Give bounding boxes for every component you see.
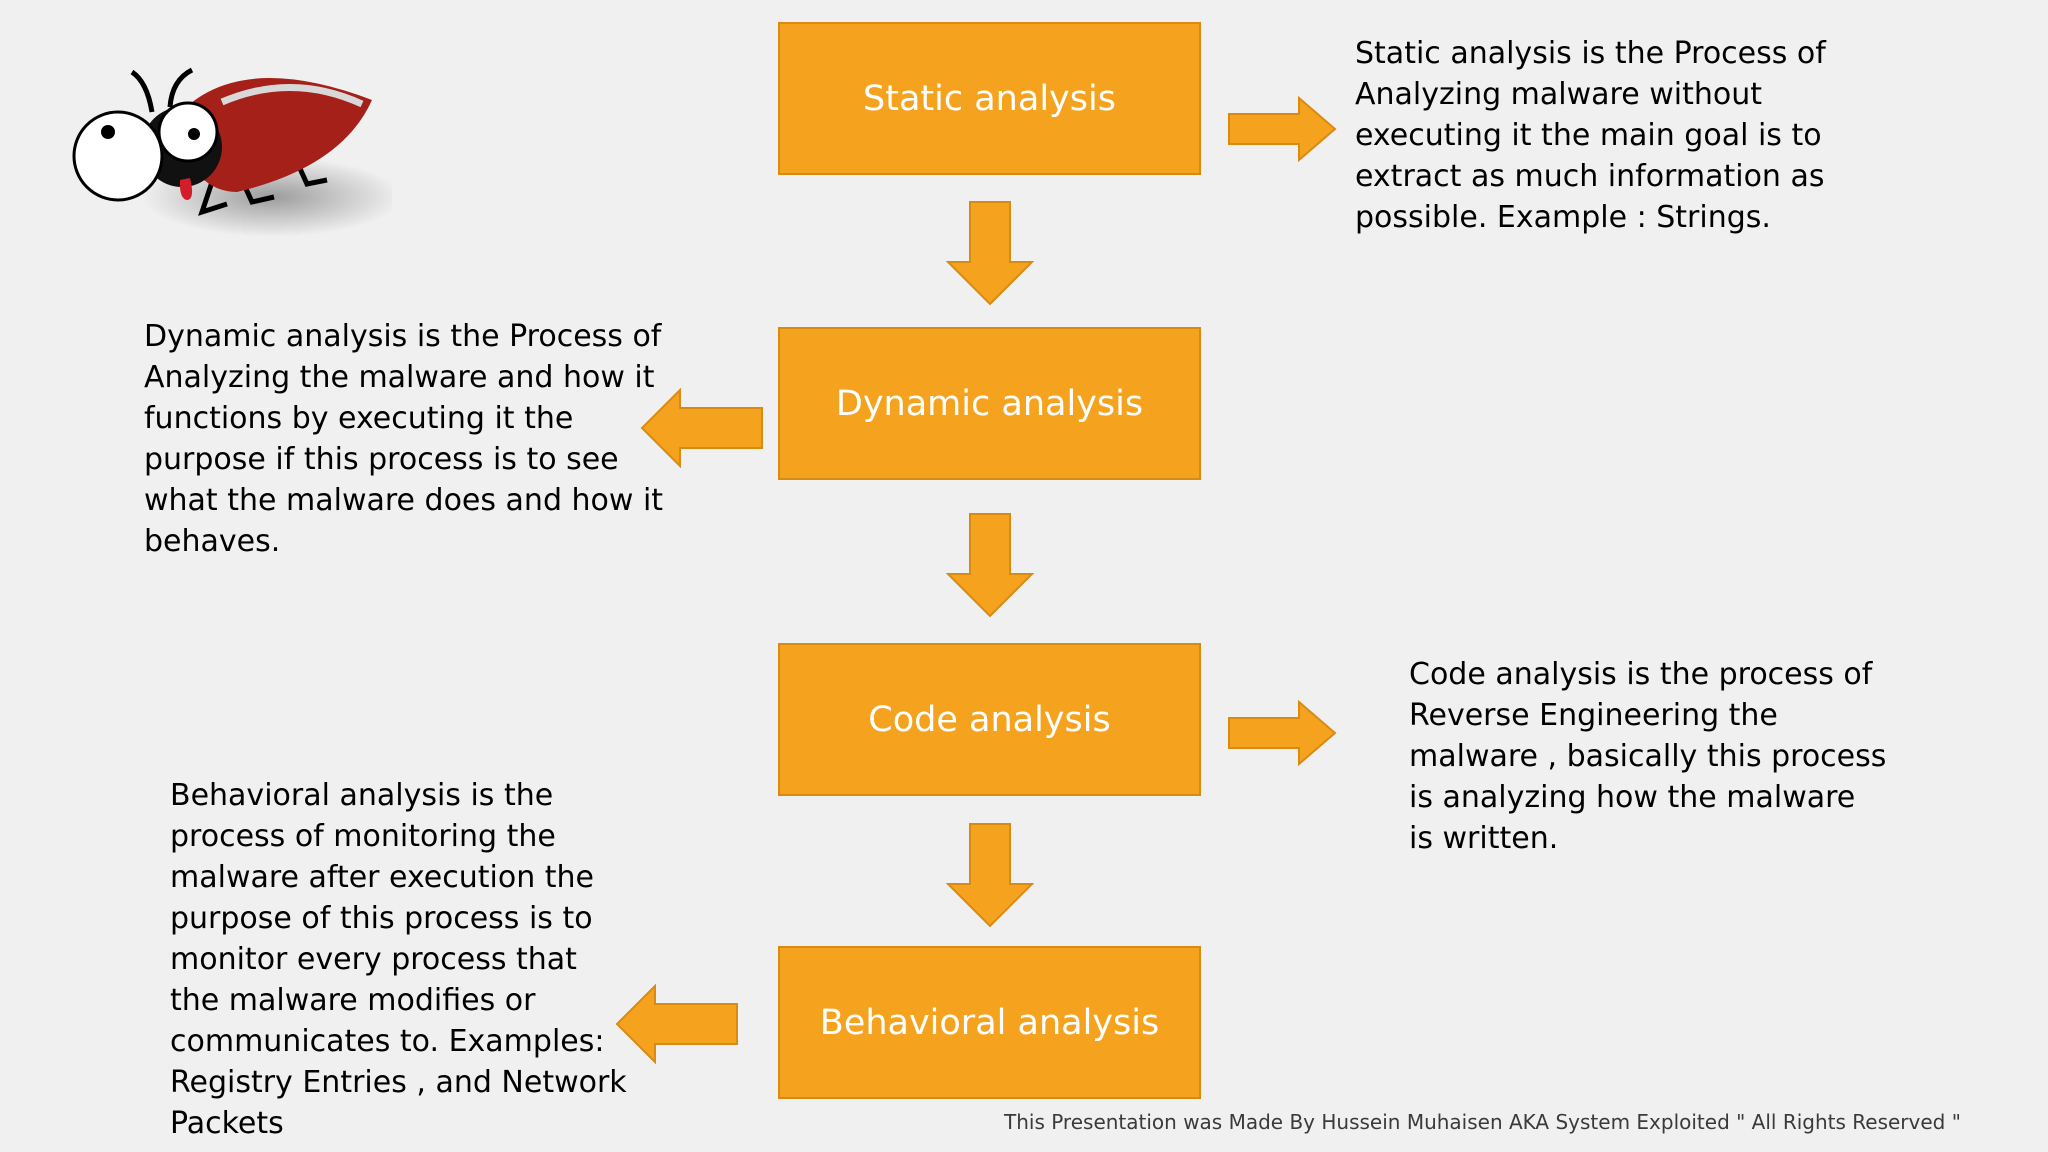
right-arrow-icon xyxy=(1227,700,1337,766)
dynamic-analysis-label: Dynamic analysis xyxy=(835,383,1144,424)
behavioral-analysis-description: Behavioral analysis is the process of mo… xyxy=(170,778,627,1141)
dynamic-analysis-description: Dynamic analysis is the Process of Analy… xyxy=(144,319,664,559)
footer-credit: This Presentation was Made By Hussein Mu… xyxy=(1004,1110,1961,1134)
code-analysis-label: Code analysis xyxy=(868,699,1111,740)
down-arrow-icon xyxy=(946,822,1034,928)
right-arrow-icon xyxy=(1227,96,1337,162)
behavioral-analysis-label: Behavioral analysis xyxy=(819,1002,1160,1043)
down-arrow-icon xyxy=(946,200,1034,306)
static-analysis-label: Static analysis xyxy=(863,78,1116,119)
ladybug-icon xyxy=(52,52,402,252)
static-analysis-description: Static analysis is the Process of Analyz… xyxy=(1355,36,1826,235)
left-arrow-icon xyxy=(615,984,739,1064)
static-analysis-box: Static analysis xyxy=(778,22,1201,175)
dynamic-analysis-box: Dynamic analysis xyxy=(778,327,1201,480)
code-analysis-box: Code analysis xyxy=(778,643,1201,796)
code-analysis-description: Code analysis is the process of Reverse … xyxy=(1409,657,1887,856)
left-arrow-icon xyxy=(640,388,764,468)
behavioral-analysis-box: Behavioral analysis xyxy=(778,946,1201,1099)
down-arrow-icon xyxy=(946,512,1034,618)
